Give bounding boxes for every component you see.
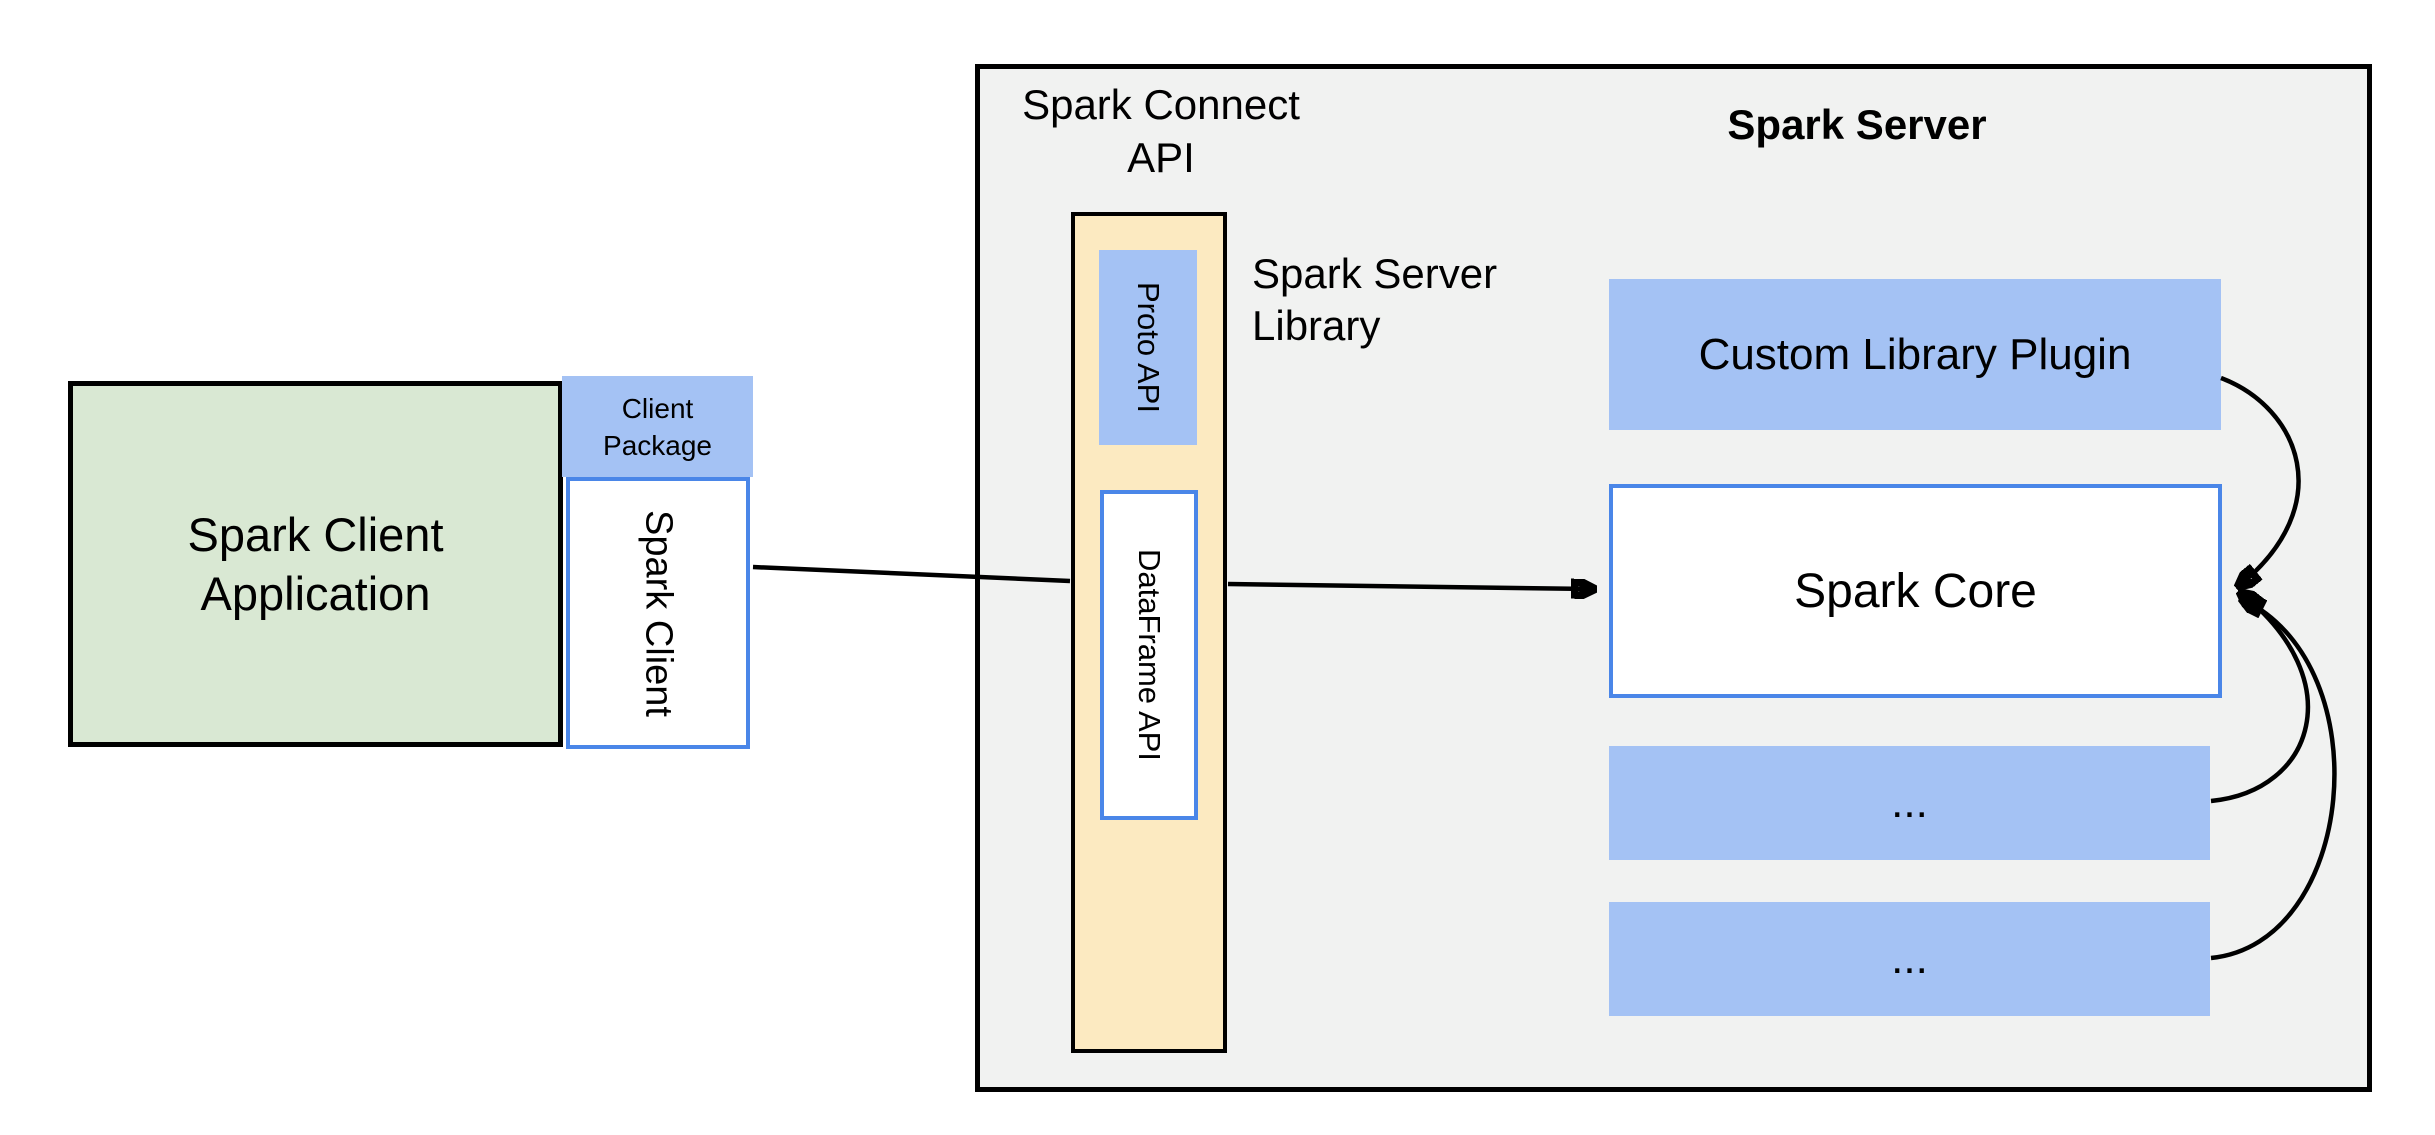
dataframe-api-box: DataFrame API	[1100, 490, 1198, 820]
custom-library-plugin-box: Custom Library Plugin	[1609, 279, 2221, 430]
spark-server-library-label-line2: Library	[1252, 302, 1381, 349]
spark-server-library-label-line1: Spark Server	[1252, 250, 1498, 297]
spark-connect-api-label-line2: API	[1127, 134, 1195, 181]
plugin-slot-2-label: ...	[1891, 934, 1928, 983]
client-package-label: Client Package	[603, 390, 712, 464]
plugin-slot-2-box: ...	[1609, 902, 2210, 1016]
spark-core-box: Spark Core	[1609, 484, 2222, 698]
spark-core-label: Spark Core	[1794, 564, 2037, 618]
spark-client-application-label-line2: Application	[200, 567, 431, 620]
spark-client-label: Spark Client	[637, 509, 680, 717]
spark-connect-api-label-line1: Spark Connect	[1022, 81, 1300, 128]
client-package-label-line2: Package	[603, 429, 712, 461]
plugin-slot-1-box: ...	[1609, 746, 2210, 860]
client-package-box: Client Package	[562, 376, 753, 477]
spark-client-application-label: Spark Client Application	[188, 505, 444, 623]
spark-server-title: Spark Server	[1727, 101, 1987, 148]
spark-connect-api-label: Spark Connect API	[961, 78, 1361, 184]
proto-api-box: Proto API	[1099, 250, 1197, 445]
spark-server-library-label: Spark Server Library	[1252, 248, 1652, 352]
spark-client-application-box: Spark Client Application	[68, 381, 563, 747]
proto-api-label: Proto API	[1131, 282, 1166, 413]
plugin-slot-1-label: ...	[1891, 778, 1928, 827]
client-package-label-line1: Client	[621, 392, 694, 424]
dataframe-api-label: DataFrame API	[1132, 549, 1167, 761]
spark-client-box: Spark Client	[566, 477, 750, 749]
custom-library-plugin-label: Custom Library Plugin	[1698, 329, 2132, 379]
spark-client-application-label-line1: Spark Client	[187, 508, 444, 561]
